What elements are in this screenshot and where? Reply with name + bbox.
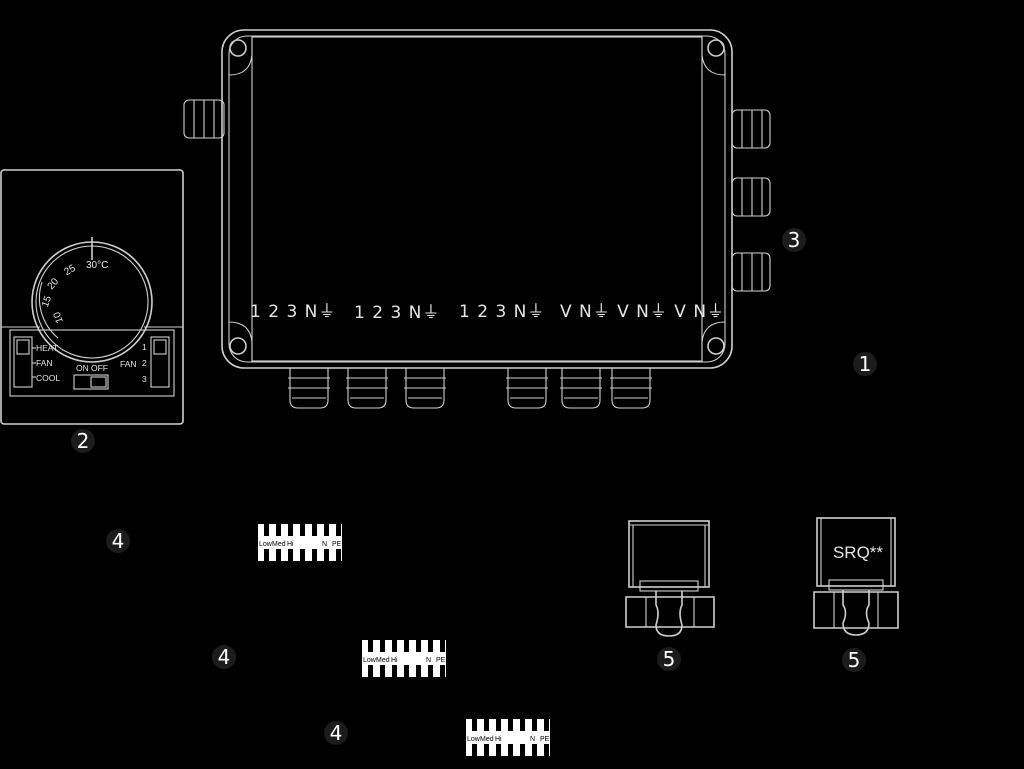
mode-cool-label: COOL	[36, 373, 60, 383]
valve-model-label: SRQ**	[833, 543, 883, 562]
svg-text:4: 4	[218, 645, 231, 669]
svg-text:4: 4	[112, 529, 125, 553]
fan-speed-1: 1	[142, 342, 147, 352]
callout-4c: 4	[324, 721, 348, 745]
callout-5a: 5	[657, 647, 681, 671]
thermostat: 30°C 25 20 15 10 HEAT FAN COOL ON OFF FA…	[0, 169, 184, 425]
terminal-strip-1: Low Med Hi N PE	[258, 524, 342, 561]
svg-text:4: 4	[330, 721, 343, 745]
strip-n-label: N	[322, 541, 327, 548]
svg-text:5: 5	[848, 648, 861, 672]
fan-speed-2: 2	[142, 358, 147, 368]
cable-gland-left	[183, 99, 225, 139]
fan-speed-3: 3	[142, 374, 147, 384]
cable-glands-right	[731, 109, 771, 292]
zone-valve-1	[625, 520, 715, 637]
fan-speed-label: FAN	[120, 359, 137, 369]
callout-4b: 4	[212, 645, 236, 669]
svg-text:1: 1	[859, 352, 872, 376]
svg-text:2: 2	[77, 429, 90, 453]
dial-tick-10: 10	[52, 310, 66, 325]
callout-4a: 4	[106, 529, 130, 553]
zone-valve-2: SRQ**	[813, 517, 899, 636]
terminal-group-2: 1 2 3 N⏚	[354, 303, 440, 323]
dial-tick-25: 25	[63, 263, 79, 278]
mounting-holes	[228, 37, 726, 361]
mode-heat-label: HEAT	[36, 343, 58, 353]
on-label: ON	[76, 363, 89, 373]
terminal-group-1: 1 2 3 N⏚	[250, 302, 336, 322]
svg-text:3: 3	[788, 228, 801, 252]
callout-1: 1	[853, 352, 877, 376]
mode-fan-label: FAN	[36, 358, 53, 368]
terminal-group-3: 1 2 3 N⏚	[459, 302, 545, 322]
dial-tick-15: 15	[40, 294, 54, 309]
callout-3: 3	[782, 228, 806, 252]
dial-tick-20: 20	[46, 276, 62, 292]
fan-speed-switch: FAN 1 2 3	[120, 336, 170, 388]
strip-low-label: Low	[259, 541, 273, 548]
on-off-switch: ON OFF	[73, 363, 109, 390]
mode-switch: HEAT FAN COOL	[13, 336, 60, 388]
terminal-strip-2	[362, 640, 446, 677]
junction-box: 1 2 3 N⏚ 1 2 3 N⏚ 1 2 3 N⏚ V N⏚ V N⏚ V N…	[183, 29, 771, 409]
strip-hi-label: Hi	[287, 541, 294, 548]
strip-med-label: Med	[272, 541, 286, 548]
callout-2: 2	[71, 429, 95, 453]
off-label: OFF	[91, 363, 108, 373]
strip-pe-label: PE	[332, 541, 342, 548]
terminal-strip-3	[466, 719, 550, 756]
callout-5b: 5	[842, 648, 866, 672]
terminal-group-valves: V N⏚ V N⏚ V N⏚	[560, 302, 725, 322]
cable-glands-bottom	[288, 367, 653, 409]
dial-max-label: 30°C	[86, 260, 108, 271]
svg-text:5: 5	[663, 647, 676, 671]
